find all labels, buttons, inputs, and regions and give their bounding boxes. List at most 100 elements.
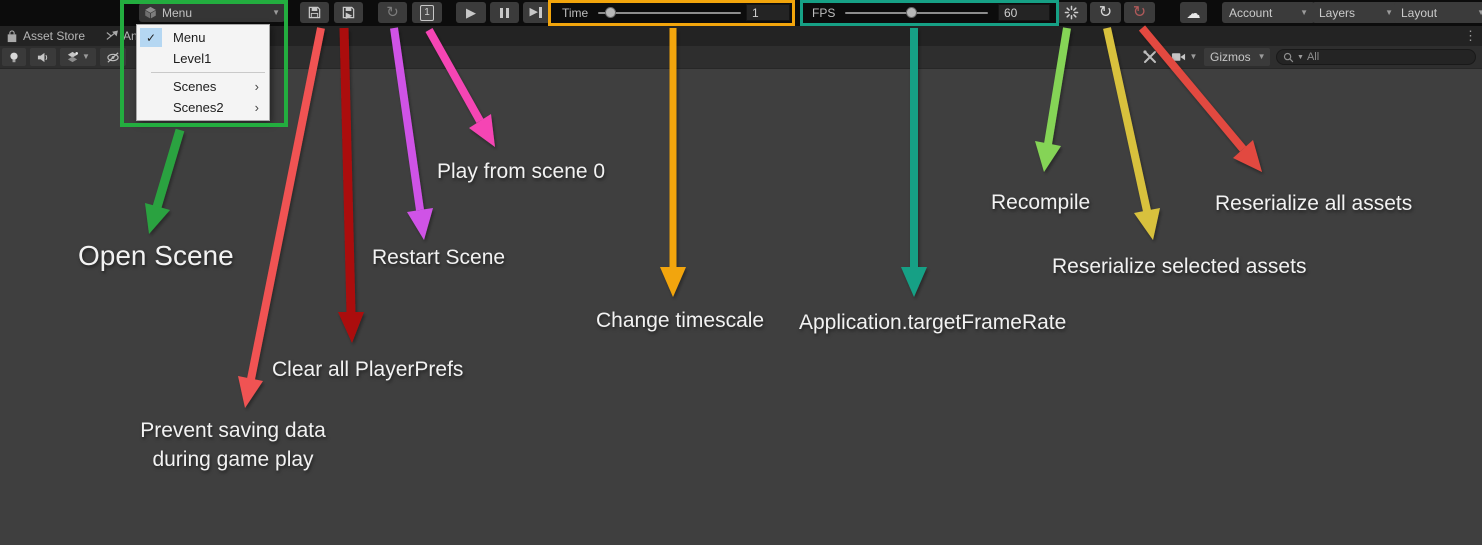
fps-slider-label: FPS bbox=[812, 6, 836, 20]
overflow-menu-icon[interactable]: ⋮ bbox=[1464, 28, 1477, 43]
chevron-down-icon: ▼ bbox=[1385, 7, 1393, 17]
chevron-down-icon: ▼ bbox=[1297, 53, 1304, 61]
animator-tab-icon bbox=[106, 30, 118, 42]
restart-scene-button[interactable]: ↻ bbox=[378, 2, 407, 23]
arrowhead-change-timescale bbox=[660, 267, 686, 297]
gizmos-dropdown[interactable]: Gizmos ▼ bbox=[1204, 48, 1270, 66]
menu-item-label: Level1 bbox=[173, 51, 212, 66]
fps-value-field[interactable]: 60 bbox=[998, 4, 1050, 21]
annotation-play-from-scene-0: Play from scene 0 bbox=[437, 160, 606, 183]
annotation-clear-playerprefs: Clear all PlayerPrefs bbox=[272, 358, 464, 381]
menu-separator bbox=[151, 72, 265, 73]
menu-item-label: Scenes bbox=[173, 79, 217, 94]
effects-dropdown[interactable]: ▼ bbox=[60, 48, 96, 66]
menu-item-menu[interactable]: ✓ Menu bbox=[137, 27, 269, 48]
submenu-arrow-icon: › bbox=[254, 100, 259, 115]
annotation-reserialize-selected: Reserialize selected assets bbox=[1052, 255, 1307, 278]
gizmos-dropdown-label: Gizmos bbox=[1210, 50, 1251, 64]
arrowhead-clear-playerprefs bbox=[338, 312, 364, 343]
annotation-target-framerate: Application.targetFrameRate bbox=[799, 311, 1067, 334]
scene-search-value: All bbox=[1306, 51, 1320, 63]
layers-dropdown[interactable]: Layers ▼ bbox=[1312, 2, 1400, 23]
save-in-play-button[interactable] bbox=[334, 2, 363, 23]
account-dropdown-label: Account bbox=[1229, 5, 1273, 20]
recompile-spinner-icon bbox=[1064, 5, 1079, 20]
arrowhead-reserialize-all bbox=[1233, 140, 1262, 172]
time-slider-handle[interactable] bbox=[605, 7, 616, 18]
annotation-change-timescale: Change timescale bbox=[596, 309, 765, 332]
chevron-down-icon: ▼ bbox=[1300, 7, 1308, 17]
scene-zero-icon: 1 bbox=[420, 4, 434, 21]
scene-menu-popup: ✓ Menu Level1 Scenes › Scenes2 › bbox=[136, 24, 270, 121]
check-icon: ✓ bbox=[140, 28, 162, 47]
reserialize-all-button[interactable]: ↻ bbox=[1124, 2, 1155, 23]
chevron-down-icon: ▼ bbox=[1477, 7, 1482, 17]
layers-dropdown-label: Layers bbox=[1319, 5, 1356, 20]
menu-item-scenes[interactable]: Scenes › bbox=[137, 76, 269, 97]
shopping-bag-icon bbox=[6, 29, 18, 43]
hidden-objects-toggle[interactable] bbox=[100, 48, 126, 66]
custom-menu-dropdown[interactable]: Menu ▼ bbox=[139, 3, 285, 22]
tab-asset-store-label: Asset Store bbox=[23, 29, 86, 43]
save-play-icon bbox=[341, 5, 356, 20]
arrow-clear-playerprefs bbox=[339, 27, 356, 314]
camera-dropdown[interactable]: ▼ bbox=[1166, 48, 1202, 66]
arrow-open-scene bbox=[152, 128, 185, 209]
cloud-icon: ☁ bbox=[1186, 4, 1201, 21]
save-button[interactable] bbox=[300, 2, 329, 23]
chevron-down-icon: ▼ bbox=[1257, 52, 1266, 61]
eye-slash-icon bbox=[106, 51, 120, 64]
unity-logo-icon bbox=[144, 6, 157, 19]
annotation-restart-scene: Restart Scene bbox=[372, 246, 506, 269]
annotation-prevent-saving: Prevent saving data during game play bbox=[140, 419, 326, 471]
tools-icon[interactable] bbox=[1142, 49, 1158, 65]
lightbulb-icon bbox=[8, 51, 20, 64]
layout-dropdown[interactable]: Layout ▼ bbox=[1394, 2, 1482, 23]
camera-icon bbox=[1171, 51, 1186, 63]
arrowhead-prevent-saving bbox=[238, 376, 263, 408]
play-scene-zero-button[interactable]: 1 bbox=[412, 2, 442, 23]
reserialize-selected-button[interactable]: ↻ bbox=[1090, 2, 1121, 23]
speaker-icon bbox=[37, 51, 50, 64]
search-icon bbox=[1283, 52, 1294, 63]
reserialize-all-icon: ↻ bbox=[1132, 3, 1147, 21]
fps-slider-handle[interactable] bbox=[906, 7, 917, 18]
lighting-toggle[interactable] bbox=[2, 48, 26, 66]
play-icon: ▶ bbox=[466, 5, 476, 20]
menu-item-label: Scenes2 bbox=[173, 100, 224, 115]
annotation-recompile: Recompile bbox=[991, 191, 1091, 214]
play-button[interactable]: ▶ bbox=[456, 2, 486, 23]
menu-item-label: Menu bbox=[173, 30, 206, 45]
layout-dropdown-label: Layout bbox=[1401, 5, 1438, 20]
step-button[interactable]: ▶ bbox=[523, 2, 550, 23]
menu-item-scenes2[interactable]: Scenes2 › bbox=[137, 97, 269, 118]
custom-menu-dropdown-label: Menu bbox=[162, 5, 193, 20]
pause-icon bbox=[500, 7, 503, 18]
arrowhead-open-scene bbox=[145, 203, 170, 234]
tab-asset-store[interactable]: Asset Store bbox=[0, 26, 91, 46]
time-slider-track[interactable] bbox=[598, 12, 741, 14]
arrowhead-restart-scene bbox=[407, 208, 433, 240]
time-slider-label: Time bbox=[562, 6, 589, 20]
cloud-button[interactable]: ☁ bbox=[1180, 2, 1207, 23]
arrowhead-play-from-scene-0 bbox=[469, 114, 495, 147]
annotation-open-scene: Open Scene bbox=[78, 240, 234, 271]
submenu-arrow-icon: › bbox=[254, 79, 259, 94]
step-icon: ▶ bbox=[529, 6, 538, 18]
save-icon bbox=[307, 5, 322, 20]
time-value-field[interactable]: 1 bbox=[746, 4, 790, 21]
annotation-reserialize-all: Reserialize all assets bbox=[1215, 192, 1413, 215]
arrowhead-target-framerate bbox=[901, 267, 927, 297]
pause-button[interactable] bbox=[490, 2, 519, 23]
arrowhead-recompile bbox=[1035, 141, 1061, 172]
reserialize-selected-icon: ↻ bbox=[1098, 3, 1113, 21]
audio-toggle[interactable] bbox=[30, 48, 56, 66]
scene-search-field[interactable]: ▼ All bbox=[1276, 49, 1476, 65]
account-dropdown[interactable]: Account ▼ bbox=[1222, 2, 1315, 23]
recompile-button[interactable] bbox=[1056, 2, 1087, 23]
chevron-down-icon: ▼ bbox=[82, 52, 90, 61]
chevron-down-icon: ▼ bbox=[1189, 52, 1198, 61]
effects-icon bbox=[66, 51, 79, 64]
menu-item-level1[interactable]: Level1 bbox=[137, 48, 269, 69]
